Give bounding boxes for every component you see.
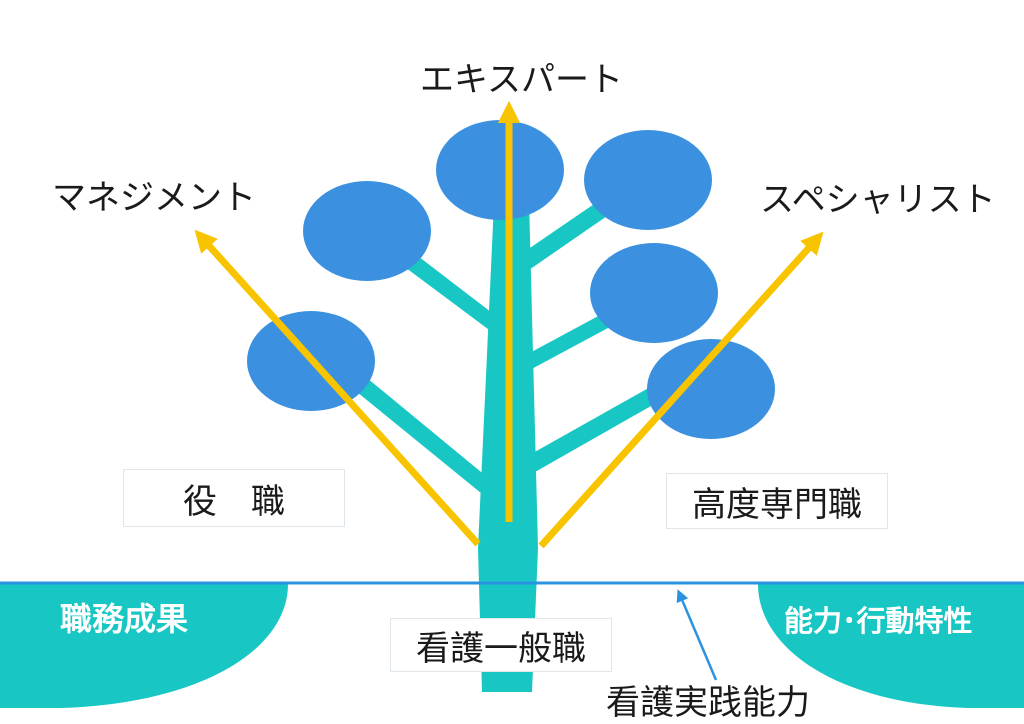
branch-upper-right (524, 200, 610, 272)
arrow-management (194, 229, 481, 547)
branch-lower-left (352, 378, 498, 502)
branches (352, 200, 658, 502)
leaf-middle-right (590, 243, 718, 343)
leaves (247, 120, 775, 439)
label-specialist: スペシャリスト (760, 180, 996, 220)
branch-upper-left (398, 250, 504, 338)
label-nursing-practice-ability: 看護実践能力 (606, 683, 810, 723)
label-expert: エキスパート (420, 60, 623, 100)
leaf-top (436, 120, 564, 220)
left-ground-mound (0, 584, 288, 708)
right-ground-mound (758, 584, 1024, 708)
branch-middle-right (524, 314, 608, 372)
box-advanced-specialist: 高度専門職 (666, 473, 888, 529)
arrow-specialist (538, 231, 824, 549)
leaf-lower-right (647, 339, 775, 439)
label-job-performance: 職務成果 (60, 600, 189, 638)
leaf-upper-right (584, 130, 712, 230)
label-management: マネジメント (52, 178, 256, 218)
pointer-arrow (676, 589, 718, 681)
box-position: 役 職 (123, 469, 345, 527)
box-general-nursing: 看護一般職 (390, 618, 612, 672)
leaf-upper-left (303, 181, 431, 281)
branch-lower-right (524, 386, 658, 476)
label-ability-behavior: 能力･行動特性 (784, 604, 973, 638)
